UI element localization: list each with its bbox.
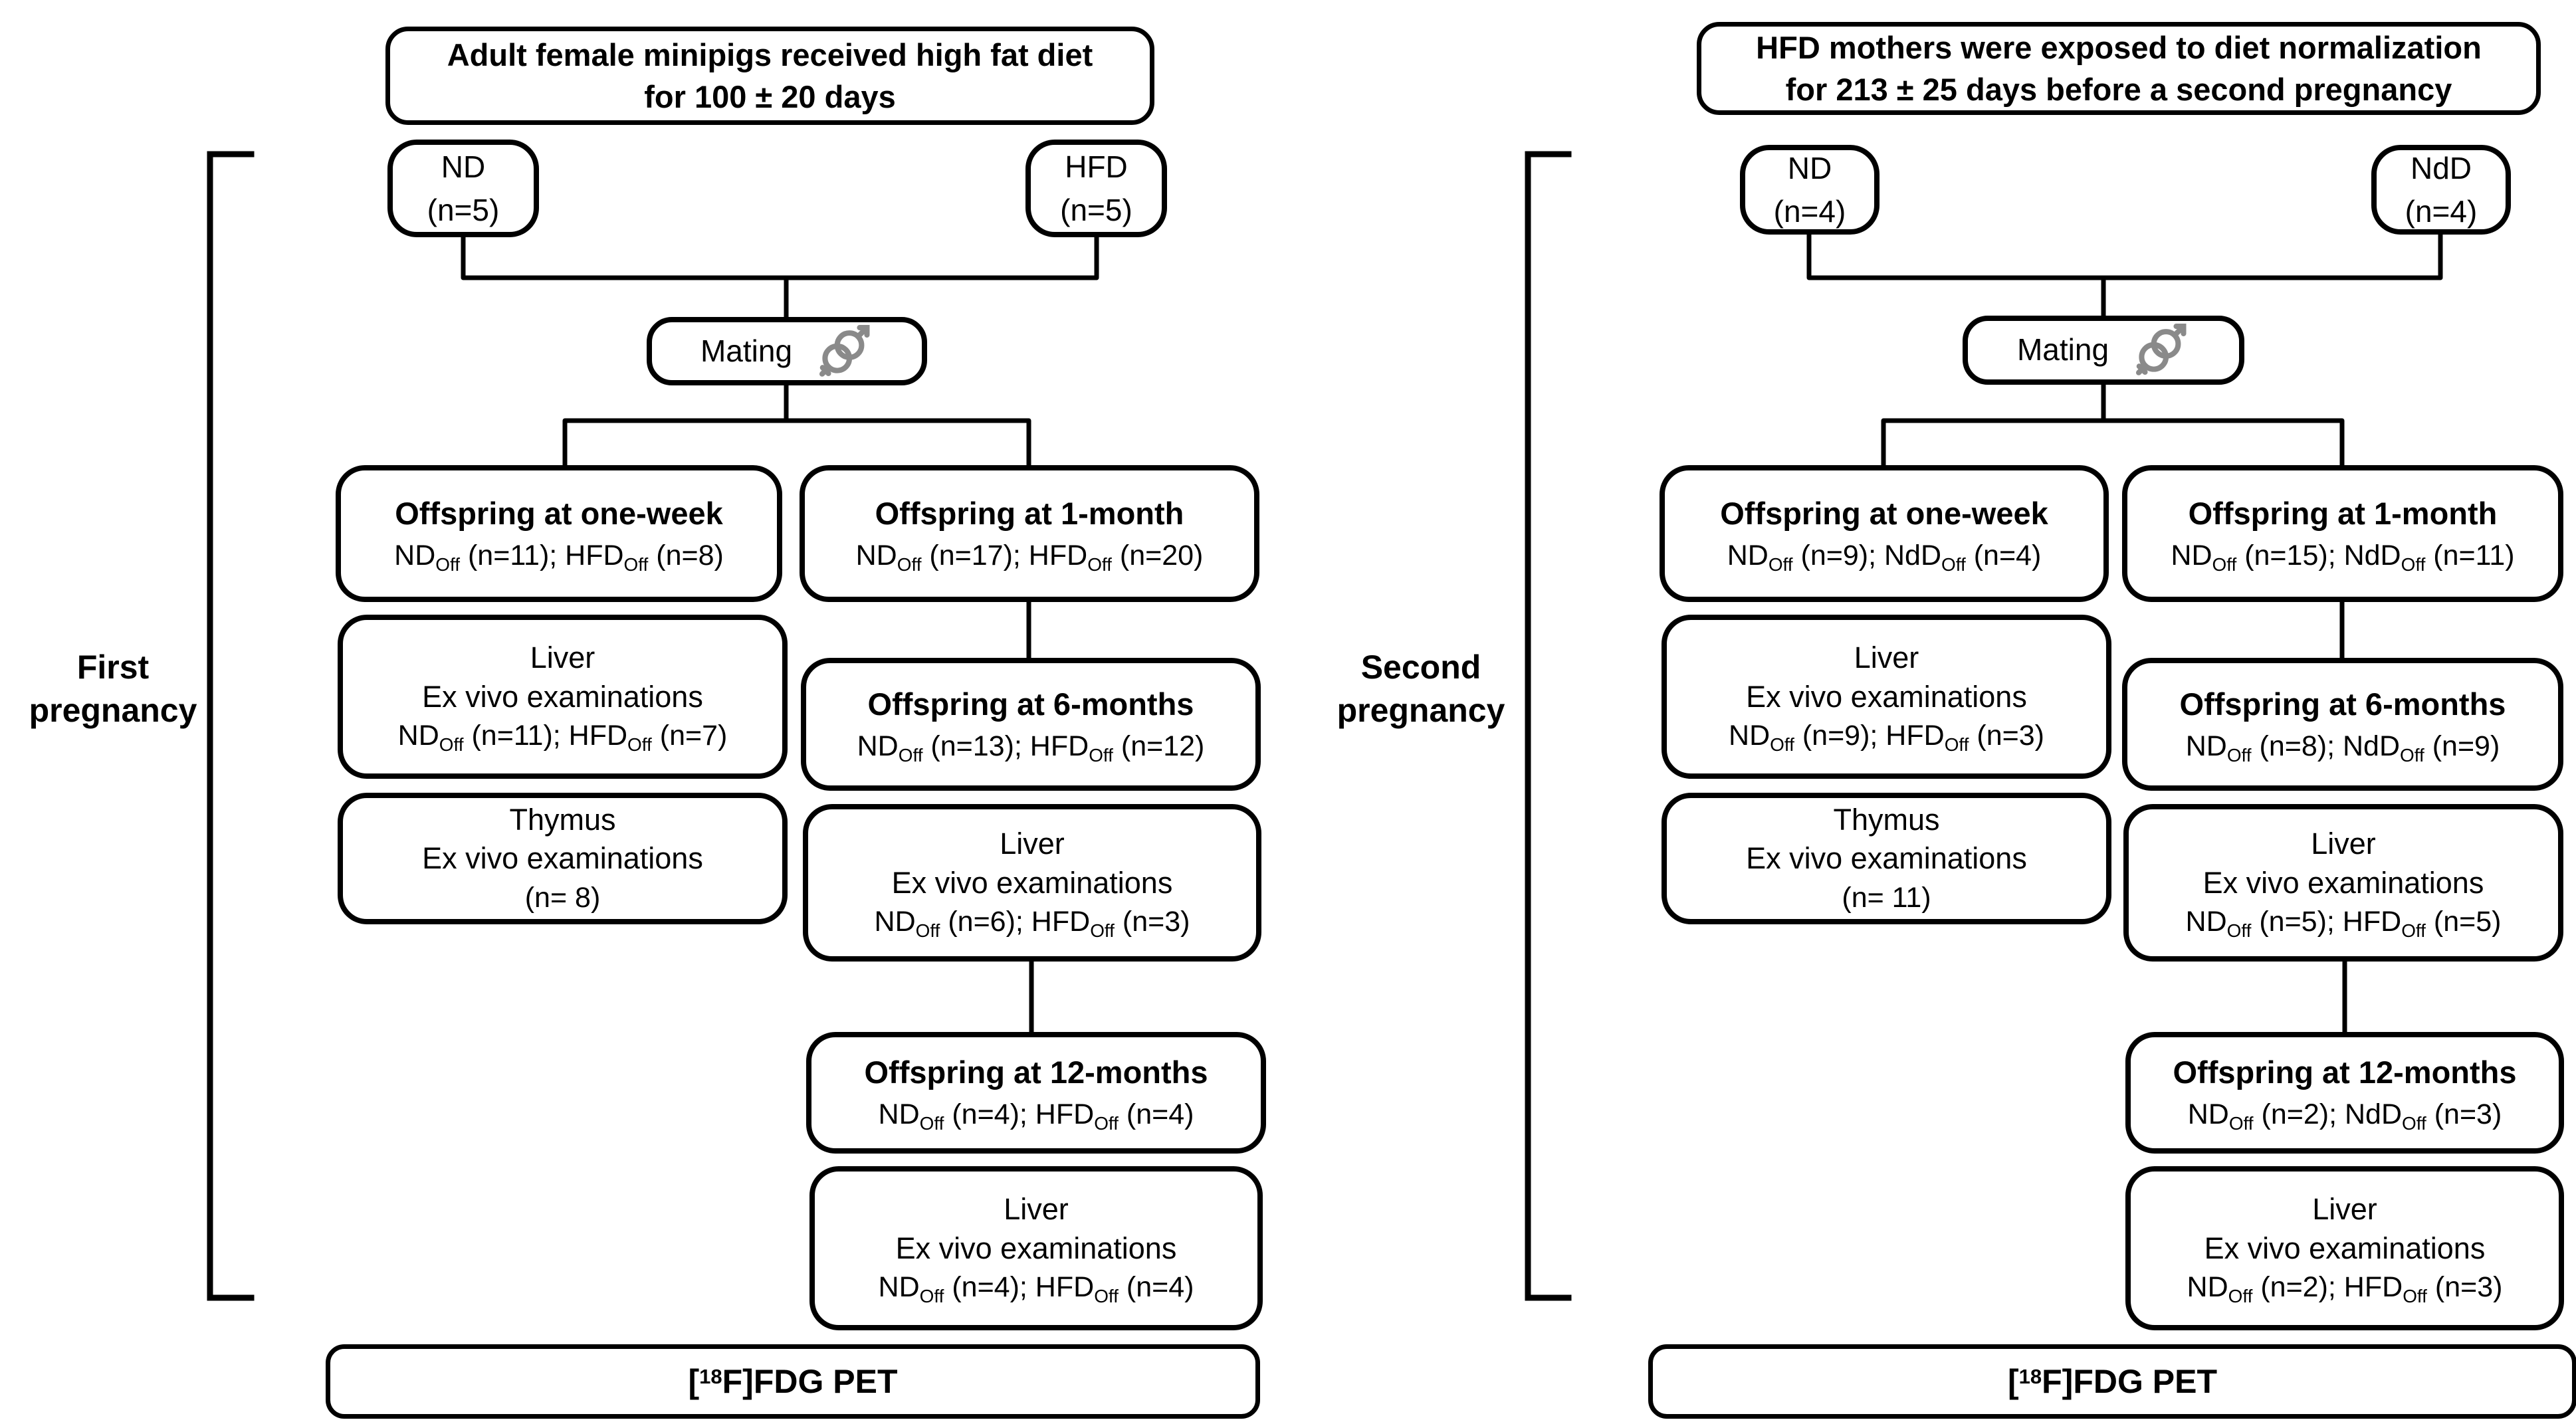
- offspring-12-months-title: Offspring at 12-months: [864, 1055, 1208, 1090]
- organ-exam-line: Ex vivo examinations: [2202, 865, 2484, 900]
- liver-exvivo-6months-box-first: Liver Ex vivo examinations NDOff (n=6); …: [803, 804, 1261, 962]
- organ-name: Thymus: [1833, 802, 1940, 837]
- offspring-6-months-box-first: Offspring at 6-months NDOff (n=13); HFDO…: [801, 658, 1261, 791]
- organ-exam-line: Ex vivo examinations: [422, 679, 703, 714]
- organ-counts: NDOff (n=2); HFDOff (n=3): [2187, 1271, 2503, 1306]
- nd-group-name: ND: [441, 150, 486, 185]
- offspring-6-months-box-second: Offspring at 6-months NDOff (n=8); NdDOf…: [2122, 658, 2563, 791]
- fdg-pet-label: [18F]FDG PET: [688, 1362, 898, 1400]
- offspring-12-months-box-second: Offspring at 12-months NDOff (n=2); NdDO…: [2125, 1032, 2564, 1154]
- fdg-pet-bar-second: [18F]FDG PET: [1648, 1344, 2576, 1419]
- organ-name: Liver: [1854, 641, 1919, 675]
- offspring-one-week-box-second: Offspring at one-week NDOff (n=9); NdDOf…: [1660, 465, 2109, 602]
- connector-parents-join-first: [461, 233, 1099, 280]
- organ-name: Liver: [2312, 1192, 2377, 1227]
- male-female-mating-icon: [819, 324, 870, 377]
- organ-exam-line: Ex vivo examinations: [422, 841, 703, 876]
- bracket-second-pregnancy: [1525, 151, 1572, 1301]
- male-female-mating-icon: [2135, 324, 2187, 375]
- ndd-group-box-second: NdD (n=4): [2371, 145, 2511, 235]
- hfd-group-name: HFD: [1065, 150, 1128, 185]
- nd-group-name: ND: [1787, 151, 1832, 186]
- mating-box-first: Mating: [647, 317, 927, 385]
- thymus-exvivo-box-second: Thymus Ex vivo examinations (n= 11): [1662, 793, 2111, 924]
- offspring-one-week-title: Offspring at one-week: [395, 495, 723, 531]
- offspring-one-week-title: Offspring at one-week: [1720, 495, 2048, 531]
- organ-counts: NDOff (n=5); HFDOff (n=5): [2185, 906, 2502, 941]
- organ-exam-line: Ex vivo examinations: [895, 1231, 1177, 1265]
- organ-name: Thymus: [509, 802, 616, 837]
- organ-name: Liver: [1004, 1192, 1069, 1227]
- offspring-one-week-counts: NDOff (n=9); NdDOff (n=4): [1727, 539, 2042, 575]
- ndd-group-count: (n=4): [2405, 193, 2478, 229]
- offspring-1-month-box-first: Offspring at 1-month NDOff (n=17); HFDOf…: [800, 465, 1259, 602]
- offspring-12-months-counts: NDOff (n=4); HFDOff (n=4): [878, 1098, 1194, 1134]
- organ-counts: (n= 8): [524, 881, 601, 914]
- organ-counts: NDOff (n=11); HFDOff (n=7): [397, 720, 728, 755]
- liver-exvivo-6months-box-second: Liver Ex vivo examinations NDOff (n=5); …: [2123, 804, 2563, 962]
- organ-exam-line: Ex vivo examinations: [2204, 1231, 2486, 1265]
- nd-group-count: (n=4): [1773, 193, 1846, 229]
- offspring-1-month-title: Offspring at 1-month: [2188, 495, 2498, 531]
- liver-exvivo-12months-box-first: Liver Ex vivo examinations NDOff (n=4); …: [809, 1166, 1263, 1330]
- offspring-6-months-title: Offspring at 6-months: [2179, 686, 2506, 722]
- offspring-1-month-counts: NDOff (n=15); NdDOff (n=11): [2171, 539, 2515, 575]
- organ-name: Liver: [1000, 827, 1065, 861]
- connector-parents-join-second: [1806, 231, 2443, 280]
- organ-counts: (n= 11): [1842, 881, 1931, 914]
- hfd-group-box-first: HFD (n=5): [1025, 140, 1167, 237]
- offspring-1-month-box-second: Offspring at 1-month NDOff (n=15); NdDOf…: [2122, 465, 2563, 602]
- nd-group-box-first: ND (n=5): [387, 140, 539, 237]
- organ-name: Liver: [2311, 827, 2376, 861]
- thymus-exvivo-box-first: Thymus Ex vivo examinations (n= 8): [338, 793, 788, 924]
- offspring-1-month-title: Offspring at 1-month: [875, 495, 1184, 531]
- liver-exvivo-1month-box-first: Liver Ex vivo examinations NDOff (n=11);…: [338, 615, 788, 779]
- connector-mating-split-second: [1881, 418, 2345, 468]
- organ-name: Liver: [530, 641, 595, 675]
- nd-group-count: (n=5): [427, 192, 500, 227]
- organ-counts: NDOff (n=6); HFDOff (n=3): [874, 906, 1190, 941]
- organ-counts: NDOff (n=4); HFDOff (n=4): [878, 1271, 1194, 1306]
- first-pregnancy-header-box: Adult female minipigs received high fat …: [385, 27, 1154, 125]
- organ-exam-line: Ex vivo examinations: [1746, 841, 2027, 876]
- organ-exam-line: Ex vivo examinations: [891, 865, 1173, 900]
- second-pregnancy-label: Second pregnancy: [1337, 649, 1505, 729]
- organ-exam-line: Ex vivo examinations: [1746, 679, 2027, 714]
- first-pregnancy-label: First pregnancy: [29, 649, 197, 729]
- mating-box-second: Mating: [1963, 316, 2244, 385]
- mating-label: Mating: [2016, 332, 2109, 367]
- liver-exvivo-1month-box-second: Liver Ex vivo examinations NDOff (n=9); …: [1662, 615, 2111, 779]
- second-pregnancy-header-box: HFD mothers were exposed to diet normali…: [1697, 22, 2541, 115]
- bracket-first-pregnancy: [207, 151, 255, 1301]
- offspring-12-months-box-first: Offspring at 12-months NDOff (n=4); HFDO…: [806, 1032, 1266, 1154]
- offspring-1-month-counts: NDOff (n=17); HFDOff (n=20): [855, 539, 1204, 575]
- liver-exvivo-12months-box-second: Liver Ex vivo examinations NDOff (n=2); …: [2125, 1166, 2564, 1330]
- organ-counts: NDOff (n=9); HFDOff (n=3): [1729, 720, 2044, 755]
- offspring-6-months-counts: NDOff (n=8); NdDOff (n=9): [2185, 730, 2500, 765]
- connector-mating-split-first: [562, 418, 1031, 468]
- offspring-6-months-title: Offspring at 6-months: [867, 686, 1194, 722]
- fdg-pet-label: [18F]FDG PET: [2007, 1362, 2217, 1400]
- fdg-pet-bar-first: [18F]FDG PET: [326, 1344, 1260, 1419]
- offspring-12-months-title: Offspring at 12-months: [2173, 1055, 2517, 1090]
- offspring-one-week-counts: NDOff (n=11); HFDOff (n=8): [394, 539, 724, 575]
- offspring-one-week-box-first: Offspring at one-week NDOff (n=11); HFDO…: [336, 465, 782, 602]
- nd-group-box-second: ND (n=4): [1740, 145, 1879, 235]
- offspring-12-months-counts: NDOff (n=2); NdDOff (n=3): [2187, 1098, 2502, 1134]
- hfd-group-count: (n=5): [1060, 192, 1132, 227]
- ndd-group-name: NdD: [2410, 151, 2472, 186]
- offspring-6-months-counts: NDOff (n=13); HFDOff (n=12): [857, 730, 1205, 765]
- mating-label: Mating: [700, 333, 793, 368]
